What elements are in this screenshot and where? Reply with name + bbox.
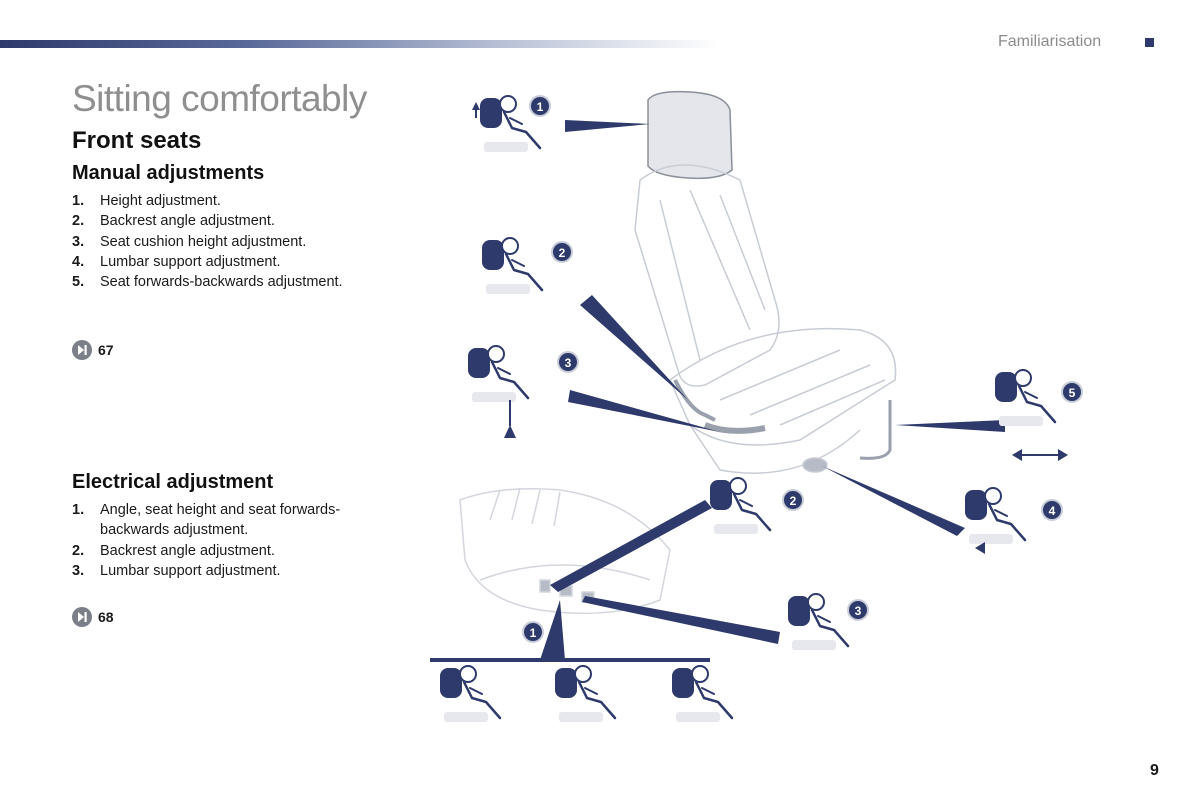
subtitle: Front seats [72, 127, 202, 154]
page-title: Sitting comfortably [72, 78, 367, 119]
electric-seat-drawing [459, 487, 671, 615]
manual-list: 1. Height adjustment. 2. Backrest angle ad… [72, 191, 372, 292]
svg-text:3: 3 [855, 604, 862, 618]
section-marker-icon [1145, 38, 1154, 47]
svg-text:5: 5 [1069, 386, 1076, 400]
electric-pointers [430, 500, 780, 662]
list-item: 1. Angle, seat height and seat forwards-b… [72, 500, 372, 541]
list-item: 5. Seat forwards-backwards adjustment. [72, 272, 372, 292]
item-number: 1. [72, 193, 85, 209]
svg-text:2: 2 [790, 494, 797, 508]
manual-pictogram-2 [480, 236, 544, 296]
item-number: 1. [72, 502, 85, 518]
adjust-arrow-icons [472, 102, 1068, 554]
manual-pictogram-5 [993, 368, 1057, 428]
manual-heading: Manual adjustments [72, 162, 265, 184]
svg-text:1: 1 [537, 100, 544, 114]
item-text: Backrest angle adjustment. [100, 542, 275, 559]
electric-pictogram-2 [708, 476, 772, 536]
item-number: 2. [72, 542, 85, 559]
item-number: 2. [72, 213, 85, 230]
electric-callouts: 2 3 1 [522, 489, 869, 643]
list-item: 2. Backrest angle adjustment. [72, 541, 372, 561]
svg-text:3: 3 [565, 356, 572, 370]
list-item: 4. Lumbar support adjustment. [72, 252, 372, 272]
seat-adjustment-illustration: 1 2 3 5 4 2 3 1 [430, 90, 1083, 724]
manual-pictogram-3 [466, 344, 530, 404]
list-item: 1. Height adjustment. [72, 191, 372, 211]
skip-forward-icon [72, 607, 92, 627]
reference-page-number: 68 [98, 609, 114, 625]
svg-text:2: 2 [559, 246, 566, 260]
manual-pointers [565, 120, 1005, 536]
skip-forward-icon [72, 340, 92, 360]
item-text: Seat cushion height adjustment. [100, 233, 307, 250]
electrical-heading: Electrical adjustment [72, 471, 274, 493]
manual-page-reference[interactable]: 67 [72, 340, 114, 360]
item-text: Angle, seat height and seat forwards-bac… [100, 502, 341, 539]
item-text: Height adjustment. [100, 193, 221, 209]
item-text: Seat forwards-backwards adjustment. [100, 274, 343, 291]
item-number: 3. [72, 562, 85, 579]
svg-text:4: 4 [1049, 504, 1056, 518]
reference-page-number: 67 [98, 342, 114, 358]
header-gradient-bar [0, 40, 720, 48]
electric-pictogram-1b [553, 664, 617, 724]
electrical-page-reference[interactable]: 68 [72, 607, 114, 627]
item-text: Lumbar support adjustment. [100, 562, 281, 579]
electric-pictogram-1c [670, 664, 734, 724]
list-item: 3. Seat cushion height adjustment. [72, 232, 372, 252]
electrical-list: 1. Angle, seat height and seat forwards-b… [72, 500, 372, 581]
list-item: 3. Lumbar support adjustment. [72, 561, 372, 581]
item-number: 5. [72, 274, 85, 291]
item-text: Lumbar support adjustment. [100, 253, 281, 270]
item-number: 3. [72, 233, 85, 250]
manual-pictogram-4 [963, 486, 1027, 546]
electric-pictogram-3 [786, 592, 850, 652]
manual-seat-drawing [634, 90, 897, 474]
section-name: Familiarisation [998, 33, 1102, 50]
list-item: 2. Backrest angle adjustment. [72, 211, 372, 231]
item-text: Backrest angle adjustment. [100, 213, 275, 230]
page-number: 9 [1150, 762, 1159, 779]
item-number: 4. [72, 253, 85, 270]
manual-callouts: 1 2 3 5 4 [529, 95, 1083, 521]
electric-pictogram-1a [438, 664, 502, 724]
svg-text:1: 1 [530, 626, 537, 640]
